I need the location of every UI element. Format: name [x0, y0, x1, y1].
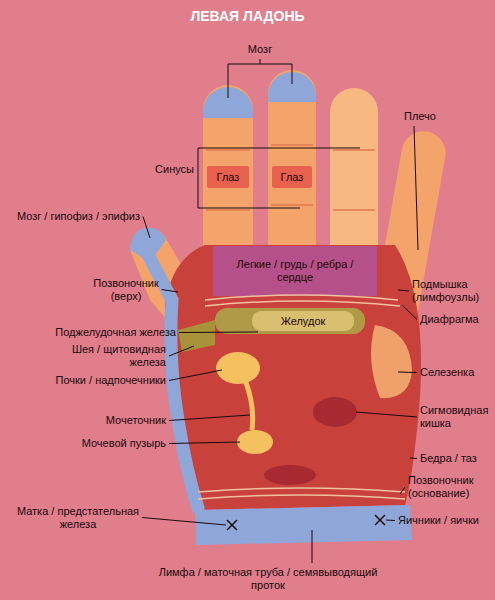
chest-zone: Легкие / грудь / ребра / сердце — [215, 249, 375, 293]
lymph-wrist-band — [195, 505, 412, 545]
organ-label: Лимфа / маточная труба / семявыводящий п… — [153, 566, 383, 592]
ureter-zone — [245, 380, 253, 430]
leader-line — [169, 415, 250, 421]
stomach-label-zone: Желудок — [252, 311, 354, 331]
eye-zone: Глаз — [272, 166, 312, 188]
organ-label: Мочевой пузырь — [82, 437, 166, 450]
organ-label: Бедра / таз — [420, 452, 477, 465]
spleen-zone — [371, 325, 412, 398]
pancreas-zone — [178, 320, 215, 352]
organ-label: Матка / предстательная железа — [8, 505, 148, 531]
organ-label: Мочеточник — [106, 414, 166, 427]
leader-line — [143, 217, 150, 239]
leader-line — [398, 290, 409, 291]
sigmoid-zone — [313, 397, 357, 427]
organ-label: Поджелудочная железа — [55, 326, 176, 339]
zone-text: Глаз — [217, 171, 240, 184]
colon-zone — [264, 465, 316, 485]
leader-line — [162, 290, 178, 293]
palm — [165, 245, 421, 510]
organ-label: Плечо — [404, 110, 436, 123]
organ-label: Диафрагма — [420, 313, 479, 326]
leader-line — [386, 520, 395, 522]
leader-line — [400, 487, 405, 494]
organ-label: Позвоночник (основание) — [408, 474, 494, 500]
zone-text: Желудок — [281, 315, 326, 328]
sinus-bracket — [198, 148, 360, 208]
leader-line — [414, 126, 418, 250]
organ-label: Мозг / гипофиз / эпифиз — [17, 210, 140, 223]
organ-label: Синусы — [155, 163, 194, 176]
organ-label: Позвоночник (верх) — [84, 277, 168, 303]
organ-label: Мозг — [220, 43, 300, 56]
organ-label: Сигмовидная кишка — [420, 404, 495, 430]
brain-bracket — [228, 59, 292, 98]
organ-label: Селезенка — [420, 366, 474, 379]
organ-label: Подмышка (лимфоузлы) — [412, 278, 494, 304]
zone-text: Глаз — [281, 171, 304, 184]
chart-title: ЛЕВАЯ ЛАДОНЬ — [0, 8, 495, 24]
bladder-zone — [237, 430, 273, 454]
leader-line — [179, 332, 258, 334]
stomach-zone — [215, 308, 365, 334]
kidney-zone — [216, 352, 260, 384]
zone-text: Легкие / грудь / ребра / сердце — [218, 258, 372, 284]
leader-line — [169, 442, 240, 444]
leader-line — [356, 412, 417, 417]
eye-zone: Глаз — [207, 166, 249, 188]
organ-label: Яичники / яички — [398, 514, 479, 527]
lungs-zone — [213, 246, 377, 296]
leader-line — [398, 372, 417, 374]
leader-line — [142, 518, 226, 526]
leader-line — [410, 458, 417, 460]
leader-line — [402, 305, 417, 320]
leader-line — [169, 370, 222, 381]
organ-label: Шея / щитовидная железа — [46, 343, 166, 369]
leader-line — [169, 346, 194, 356]
leader-line — [312, 530, 313, 563]
organ-label: Почки / надпочечники — [56, 374, 166, 387]
